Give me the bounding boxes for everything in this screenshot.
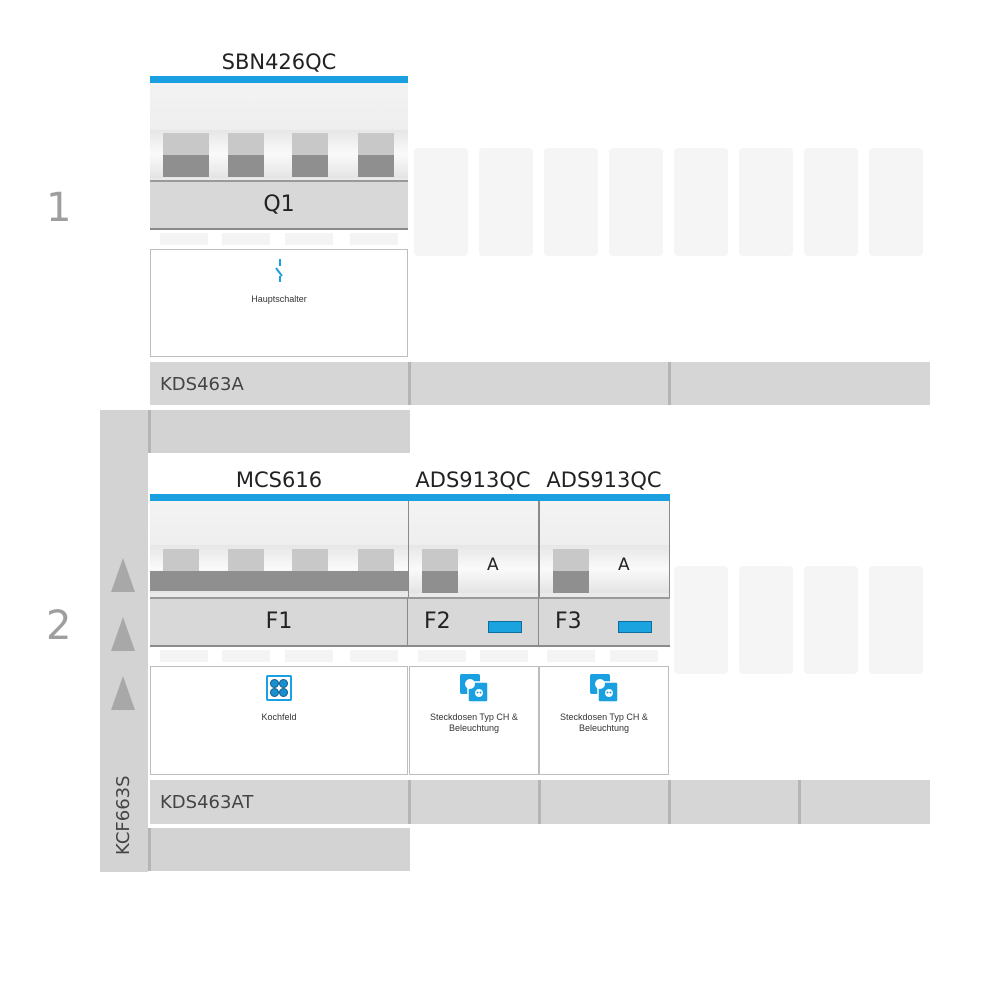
rail-separator (408, 362, 411, 405)
device-model-f3: ADS913QC (546, 468, 662, 492)
lever-top-2 (228, 133, 264, 155)
arrow-up-icon (111, 617, 135, 651)
side-channel-bottom (150, 828, 410, 871)
card-caption-line-2: Beleuchtung (448, 723, 500, 733)
rail-separator (408, 780, 411, 824)
circuit-card-f3[interactable]: Steckdosen Typ CH & Beleuchtung (539, 666, 669, 775)
device-label-box (150, 180, 408, 230)
device-model-f2: ADS913QC (415, 468, 531, 492)
circuit-card-q1[interactable]: Hauptschalter (150, 249, 408, 357)
ghost-tab (160, 650, 208, 662)
row-number-2: 2 (46, 603, 72, 649)
device-label-f3: F3 (555, 609, 582, 634)
device-top-accent (150, 494, 408, 501)
socket-light-icon (460, 674, 489, 703)
empty-slot[interactable] (804, 148, 858, 256)
device-top-accent (150, 76, 408, 83)
ghost-tab (350, 650, 398, 662)
device-label-box (150, 597, 408, 647)
ghost-tab (222, 650, 270, 662)
device-model-f1: MCS616 (235, 468, 323, 492)
lever-bottom (553, 571, 589, 593)
card-caption-line-1: Steckdosen Typ CH & (430, 712, 518, 722)
rail-kds463a (150, 362, 930, 405)
rail-separator (668, 780, 671, 824)
device-label-f2: F2 (424, 609, 451, 634)
rail-separator (668, 362, 671, 405)
rcd-type-label: A (618, 555, 630, 575)
side-channel-label: KCF663S (113, 775, 134, 855)
ghost-tab (160, 233, 208, 245)
lever-top (553, 549, 589, 571)
ghost-tab (418, 650, 466, 662)
circuit-card-f2[interactable]: Steckdosen Typ CH & Beleuchtung (409, 666, 539, 775)
card-caption: Kochfeld (261, 712, 297, 722)
ghost-tab (350, 233, 398, 245)
socket-light-icon (590, 674, 619, 703)
empty-slot[interactable] (869, 148, 923, 256)
ghost-tab (285, 650, 333, 662)
lever-top-2 (228, 549, 264, 571)
arrow-up-icon (111, 558, 135, 592)
device-top-accent (539, 494, 670, 501)
arrow-up-icon (111, 676, 135, 710)
lever-bottom-3 (292, 155, 328, 177)
rcd-type-label: A (487, 555, 499, 575)
side-channel-top (150, 410, 410, 453)
lever-bottom-2 (228, 155, 264, 177)
empty-slot[interactable] (804, 566, 858, 674)
lever-top (422, 549, 458, 571)
lever-bottom (422, 571, 458, 593)
lever-bar (150, 571, 408, 591)
circuit-card-f1[interactable]: Kochfeld (150, 666, 408, 775)
ghost-tab (610, 650, 658, 662)
lever-top-4 (358, 133, 394, 155)
device-model-q1: SBN426QC (221, 50, 337, 74)
ghost-tab (285, 233, 333, 245)
channel-separator (148, 410, 151, 453)
card-caption: Hauptschalter (251, 294, 307, 304)
empty-slot[interactable] (674, 148, 728, 256)
empty-slot[interactable] (739, 148, 793, 256)
empty-slot[interactable] (674, 566, 728, 674)
rail-label: KDS463A (160, 374, 244, 395)
ghost-tab (547, 650, 595, 662)
lever-top-1 (163, 549, 199, 571)
row-number-1: 1 (46, 185, 72, 231)
cooktop-icon (266, 675, 292, 701)
device-label-q1: Q1 (263, 192, 295, 217)
status-indicator (618, 621, 652, 633)
card-caption-line-1: Steckdosen Typ CH & (560, 712, 648, 722)
lever-top-4 (358, 549, 394, 571)
ghost-tab (222, 233, 270, 245)
lever-top-3 (292, 549, 328, 571)
channel-separator (148, 828, 151, 871)
empty-slot[interactable] (479, 148, 533, 256)
rail-label: KDS463AT (160, 792, 254, 813)
empty-slot[interactable] (544, 148, 598, 256)
empty-slot[interactable] (739, 566, 793, 674)
rail-separator (538, 780, 541, 824)
device-top-accent (408, 494, 539, 501)
lever-top-3 (292, 133, 328, 155)
switch-icon (275, 259, 283, 282)
lever-bottom-4 (358, 155, 394, 177)
empty-slot[interactable] (414, 148, 468, 256)
card-caption-line-2: Beleuchtung (578, 723, 630, 733)
lever-top-1 (163, 133, 209, 155)
rail-separator (798, 780, 801, 824)
device-label-f1: F1 (265, 609, 293, 634)
status-indicator (488, 621, 522, 633)
lever-bottom-1 (163, 155, 209, 177)
ghost-tab (480, 650, 528, 662)
empty-slot[interactable] (609, 148, 663, 256)
empty-slot[interactable] (869, 566, 923, 674)
